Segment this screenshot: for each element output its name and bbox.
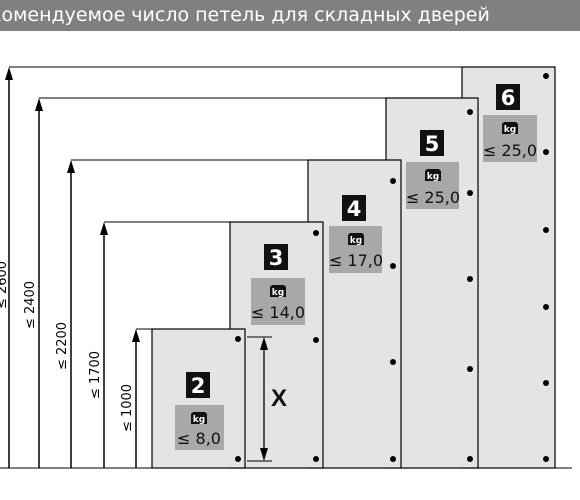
header-title: комендуемое число петель для складных дв… — [0, 4, 490, 26]
hinge-count-4: 4 — [347, 197, 362, 221]
header-bar: комендуемое число петель для складных дв… — [0, 0, 580, 31]
svg-text:kg: kg — [193, 415, 205, 425]
hinge-dots — [235, 73, 549, 462]
height-label-2200: ≤ 2200 — [55, 322, 70, 370]
height-label-2600: ≤ 2600 — [0, 261, 10, 309]
dimension-x: X — [247, 336, 287, 462]
hinge-dot — [543, 227, 549, 233]
weight-limit-2: ≤ 8,0 — [177, 429, 221, 448]
height-dimension-1700: ≤ 1700 — [88, 221, 230, 468]
hinge-dot — [543, 304, 549, 310]
hinge-count-badge — [496, 84, 520, 110]
hinge-dot — [235, 336, 241, 342]
hinge-dot — [467, 276, 473, 282]
hinge-count-3: 3 — [269, 246, 284, 270]
svg-text:kg: kg — [427, 172, 439, 182]
height-label-2400: ≤ 2400 — [23, 281, 38, 329]
height-label-1000: ≤ 1000 — [120, 384, 135, 432]
door-4-label: 4 kg ≤ 17,0 — [329, 195, 383, 273]
height-dimension-2400: ≤ 2400 — [23, 97, 386, 468]
kg-weight-icon: kg — [425, 169, 441, 182]
height-dimension-2600: ≤ 2600 — [0, 66, 462, 468]
height-dimension-2200: ≤ 2200 — [55, 159, 308, 468]
hinge-count-6: 6 — [501, 86, 516, 110]
hinge-dot — [390, 359, 396, 365]
door-6-label: 6 kg ≤ 25,0 — [483, 84, 537, 162]
height-dimension-1000: ≤ 1000 — [120, 328, 152, 468]
hinge-dot — [543, 456, 549, 462]
kg-weight-icon: kg — [348, 233, 364, 246]
hinge-count-badge — [420, 130, 444, 156]
hinge-dot — [313, 456, 319, 462]
hinge-dot — [543, 73, 549, 79]
door-5-label: 5 kg ≤ 25,0 — [406, 130, 460, 209]
weight-limit-3: ≤ 14,0 — [251, 303, 305, 322]
hinge-count-5: 5 — [425, 132, 440, 156]
hinge-dot — [390, 263, 396, 269]
hinge-dot — [543, 149, 549, 155]
hinge-dot — [543, 380, 549, 386]
hinge-dot — [313, 337, 319, 343]
weight-limit-6: ≤ 25,0 — [483, 141, 537, 160]
kg-weight-icon: kg — [270, 285, 286, 298]
hinge-dot — [467, 456, 473, 462]
svg-text:kg: kg — [272, 288, 284, 298]
hinge-count-badge — [264, 244, 288, 270]
weight-limit-4: ≤ 17,0 — [329, 251, 383, 270]
kg-weight-icon: kg — [502, 122, 518, 135]
weight-limit-5: ≤ 25,0 — [406, 188, 460, 207]
door-2-label: 2 kg ≤ 8,0 — [175, 372, 224, 450]
hinge-dot — [467, 366, 473, 372]
hinge-dot — [467, 190, 473, 196]
hinge-count-badge — [186, 372, 210, 398]
hinge-dot — [390, 178, 396, 184]
hinge-count-2: 2 — [191, 374, 206, 398]
hinge-dot — [467, 109, 473, 115]
door-3-label: 3 kg ≤ 14,0 — [251, 244, 305, 325]
height-label-1700: ≤ 1700 — [88, 351, 103, 399]
dimension-x-label: X — [271, 385, 287, 412]
kg-weight-icon: kg — [191, 412, 207, 425]
svg-text:kg: kg — [350, 236, 362, 246]
hinge-dot — [390, 456, 396, 462]
svg-text:kg: kg — [504, 125, 516, 135]
hinge-count-badge — [342, 195, 366, 221]
hinge-dot — [235, 456, 241, 462]
hinge-dot — [313, 230, 319, 236]
